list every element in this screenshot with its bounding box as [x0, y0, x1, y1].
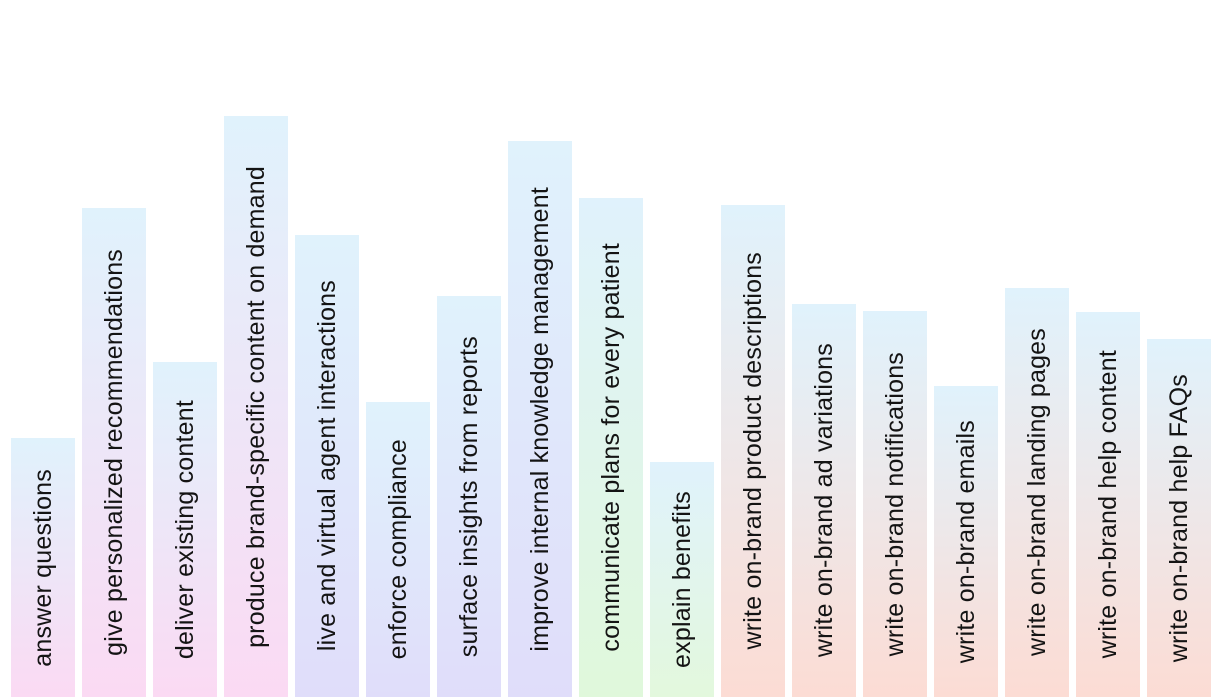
bar-write-on-brand-emails: write on-brand emails — [934, 386, 998, 697]
bar-write-on-brand-notifications: write on-brand notifications — [863, 311, 927, 697]
bar-label: deliver existing content — [170, 399, 199, 660]
bar-label: give personalized recommendations — [99, 249, 128, 656]
bar-label: enforce compliance — [383, 439, 412, 660]
bar-communicate-plans-for-every-patient: communicate plans for every patient — [579, 198, 643, 697]
bar-live-and-virtual-agent-interactions: live and virtual agent interactions — [295, 235, 359, 697]
bar-label: write on-brand ad variations — [809, 343, 838, 658]
bar-label: answer questions — [28, 468, 57, 667]
bar-enforce-compliance: enforce compliance — [366, 402, 430, 697]
bar-improve-internal-knowledge-management: improve internal knowledge management — [508, 141, 572, 697]
bar-label: improve internal knowledge management — [525, 186, 554, 652]
bar-label: write on-brand product descriptions — [738, 252, 767, 650]
bar-write-on-brand-product-descriptions: write on-brand product descriptions — [721, 205, 785, 697]
bar-label: explain benefits — [667, 491, 696, 668]
bar-write-on-brand-help-content: write on-brand help content — [1076, 312, 1140, 697]
bar-write-on-brand-landing-pages: write on-brand landing pages — [1005, 288, 1069, 697]
bar-explain-benefits: explain benefits — [650, 462, 714, 697]
bar-give-personalized-recommendations: give personalized recommendations — [82, 208, 146, 697]
bar-label: write on-brand landing pages — [1022, 328, 1051, 657]
bar-label: write on-brand help content — [1093, 350, 1122, 659]
bar-produce-brand-specific-content-on-demand: produce brand-specific content on demand — [224, 116, 288, 697]
bar-answer-questions: answer questions — [11, 438, 75, 697]
bar-label: live and virtual agent interactions — [312, 280, 341, 652]
bar-write-on-brand-ad-variations: write on-brand ad variations — [792, 304, 856, 697]
bar-write-on-brand-help-faqs: write on-brand help FAQs — [1147, 339, 1211, 697]
bar-label: surface insights from reports — [454, 335, 483, 658]
bar-label: write on-brand help FAQs — [1164, 373, 1193, 663]
bar-surface-insights-from-reports: surface insights from reports — [437, 296, 501, 697]
bar-label: write on-brand emails — [951, 419, 980, 664]
bar-label: write on-brand notifications — [880, 351, 909, 657]
bar-label: communicate plans for every patient — [596, 243, 625, 652]
bar-deliver-existing-content: deliver existing content — [153, 362, 217, 697]
bar-label: produce brand-specific content on demand — [241, 165, 270, 648]
